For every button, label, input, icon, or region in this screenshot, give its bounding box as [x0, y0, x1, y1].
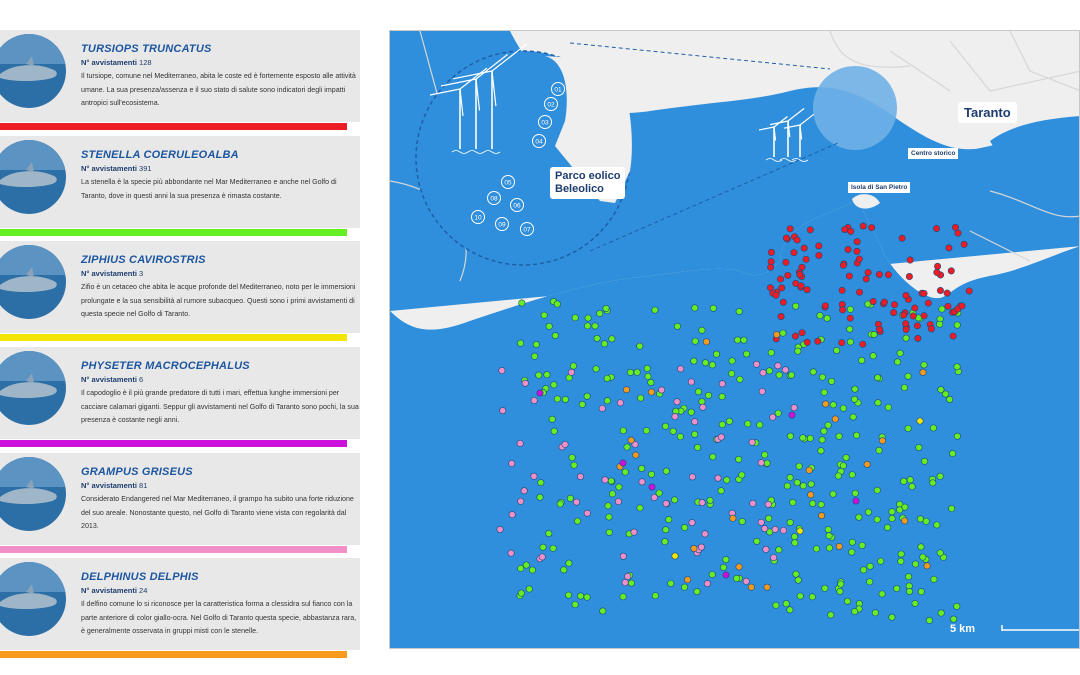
species-card-delphinus: DELPHINUS DELPHIS N° avvistamenti 24 Il … — [0, 558, 360, 658]
sightings-count: N° avvistamenti 24 — [81, 586, 148, 595]
sightings-count: N° avvistamenti 3 — [81, 269, 144, 278]
wind-farm-inset: 01 02 03 04 05 06 07 08 09 10 — [415, 43, 632, 266]
species-card-ziphius: ZIPHIUS CAVIROSTRIS N° avvistamenti 3 Zi… — [0, 241, 360, 341]
sightings-count: N° avvistamenti 81 — [81, 481, 148, 490]
zoom-connector — [569, 42, 831, 70]
dolphin-photo-icon — [0, 34, 66, 108]
species-card-stenella: STENELLA COERULEOALBA N° avvistamenti 39… — [0, 136, 360, 236]
sightings-map: 01 02 03 04 05 06 07 08 09 10 Taranto Centro stor… — [389, 30, 1080, 649]
species-card-physeter: PHYSETER MACROCEPHALUS N° avvistamenti 6… — [0, 347, 360, 447]
svg-text:06: 06 — [513, 202, 521, 209]
species-description: Il tursiope, comune nel Mediterraneo, ab… — [81, 72, 356, 107]
whale-photo-icon — [0, 351, 66, 425]
svg-text:08: 08 — [490, 195, 498, 202]
city-label: Taranto — [958, 102, 1017, 123]
species-name: TURSIOPS TRUNCATUS — [81, 43, 212, 55]
species-color-bar — [0, 334, 347, 341]
mar-piccolo — [990, 116, 1079, 172]
species-color-bar — [0, 546, 347, 553]
species-name: STENELLA COERULEOALBA — [81, 149, 239, 161]
species-name: DELPHINUS DELPHIS — [81, 571, 199, 583]
species-color-bar — [0, 123, 347, 130]
species-description: Considerato Endangered nel Mar Mediterra… — [81, 495, 354, 530]
species-name: PHYSETER MACROCEPHALUS — [81, 360, 250, 372]
sighting-markers — [496, 222, 973, 624]
isola-label: Isola di San Pietro — [848, 182, 911, 193]
open-sea — [390, 196, 1079, 648]
species-description: Il delfino comune lo si riconosce per la… — [81, 600, 357, 635]
svg-text:09: 09 — [498, 221, 506, 228]
species-name: GRAMPUS GRISEUS — [81, 466, 193, 478]
svg-text:04: 04 — [535, 138, 543, 145]
sightings-count: N° avvistamenti 128 — [81, 58, 152, 67]
turbine-id-labels: 01 02 03 04 05 06 07 08 09 10 — [471, 82, 565, 236]
wind-turbines-icon — [758, 107, 815, 162]
species-color-bar — [0, 651, 347, 658]
species-description: Il capodoglio è il più grande predatore … — [81, 389, 359, 424]
svg-text:01: 01 — [554, 86, 562, 93]
wind-turbines-icon — [429, 43, 528, 154]
svg-text:02: 02 — [547, 101, 555, 108]
map-canvas: 01 02 03 04 05 06 07 08 09 10 — [390, 31, 1079, 648]
sightings-count: N° avvistamenti 391 — [81, 164, 152, 173]
dolphin-photo-icon — [0, 457, 66, 531]
whale-photo-icon — [0, 245, 66, 319]
svg-text:07: 07 — [523, 226, 531, 233]
dolphin-photo-icon — [0, 140, 66, 214]
species-legend: TURSIOPS TRUNCATUS N° avvistamenti 128 I… — [0, 0, 362, 675]
species-card-grampus: GRAMPUS GRISEUS N° avvistamenti 81 Consi… — [0, 453, 360, 553]
svg-text:10: 10 — [474, 214, 482, 221]
species-color-bar — [0, 440, 347, 447]
svg-text:05: 05 — [504, 179, 512, 186]
zoom-connector — [589, 142, 839, 252]
species-card-tursiops: TURSIOPS TRUNCATUS N° avvistamenti 128 I… — [0, 30, 360, 130]
isola-di-san-pietro — [852, 194, 880, 209]
dolphin-photo-icon — [0, 562, 66, 636]
centro-storico-label: Centro storico — [908, 148, 959, 159]
species-description: Zifio è un cetaceo che abita le acque pr… — [81, 283, 356, 318]
zoom-source-circle — [813, 66, 897, 150]
species-name: ZIPHIUS CAVIROSTRIS — [81, 254, 206, 266]
species-description: La stenella è la specie più abbondante n… — [81, 178, 337, 200]
species-color-bar — [0, 229, 347, 236]
scale-label: 5 km — [950, 623, 976, 635]
svg-text:03: 03 — [541, 119, 549, 126]
sightings-count: N° avvistamenti 6 — [81, 375, 144, 384]
